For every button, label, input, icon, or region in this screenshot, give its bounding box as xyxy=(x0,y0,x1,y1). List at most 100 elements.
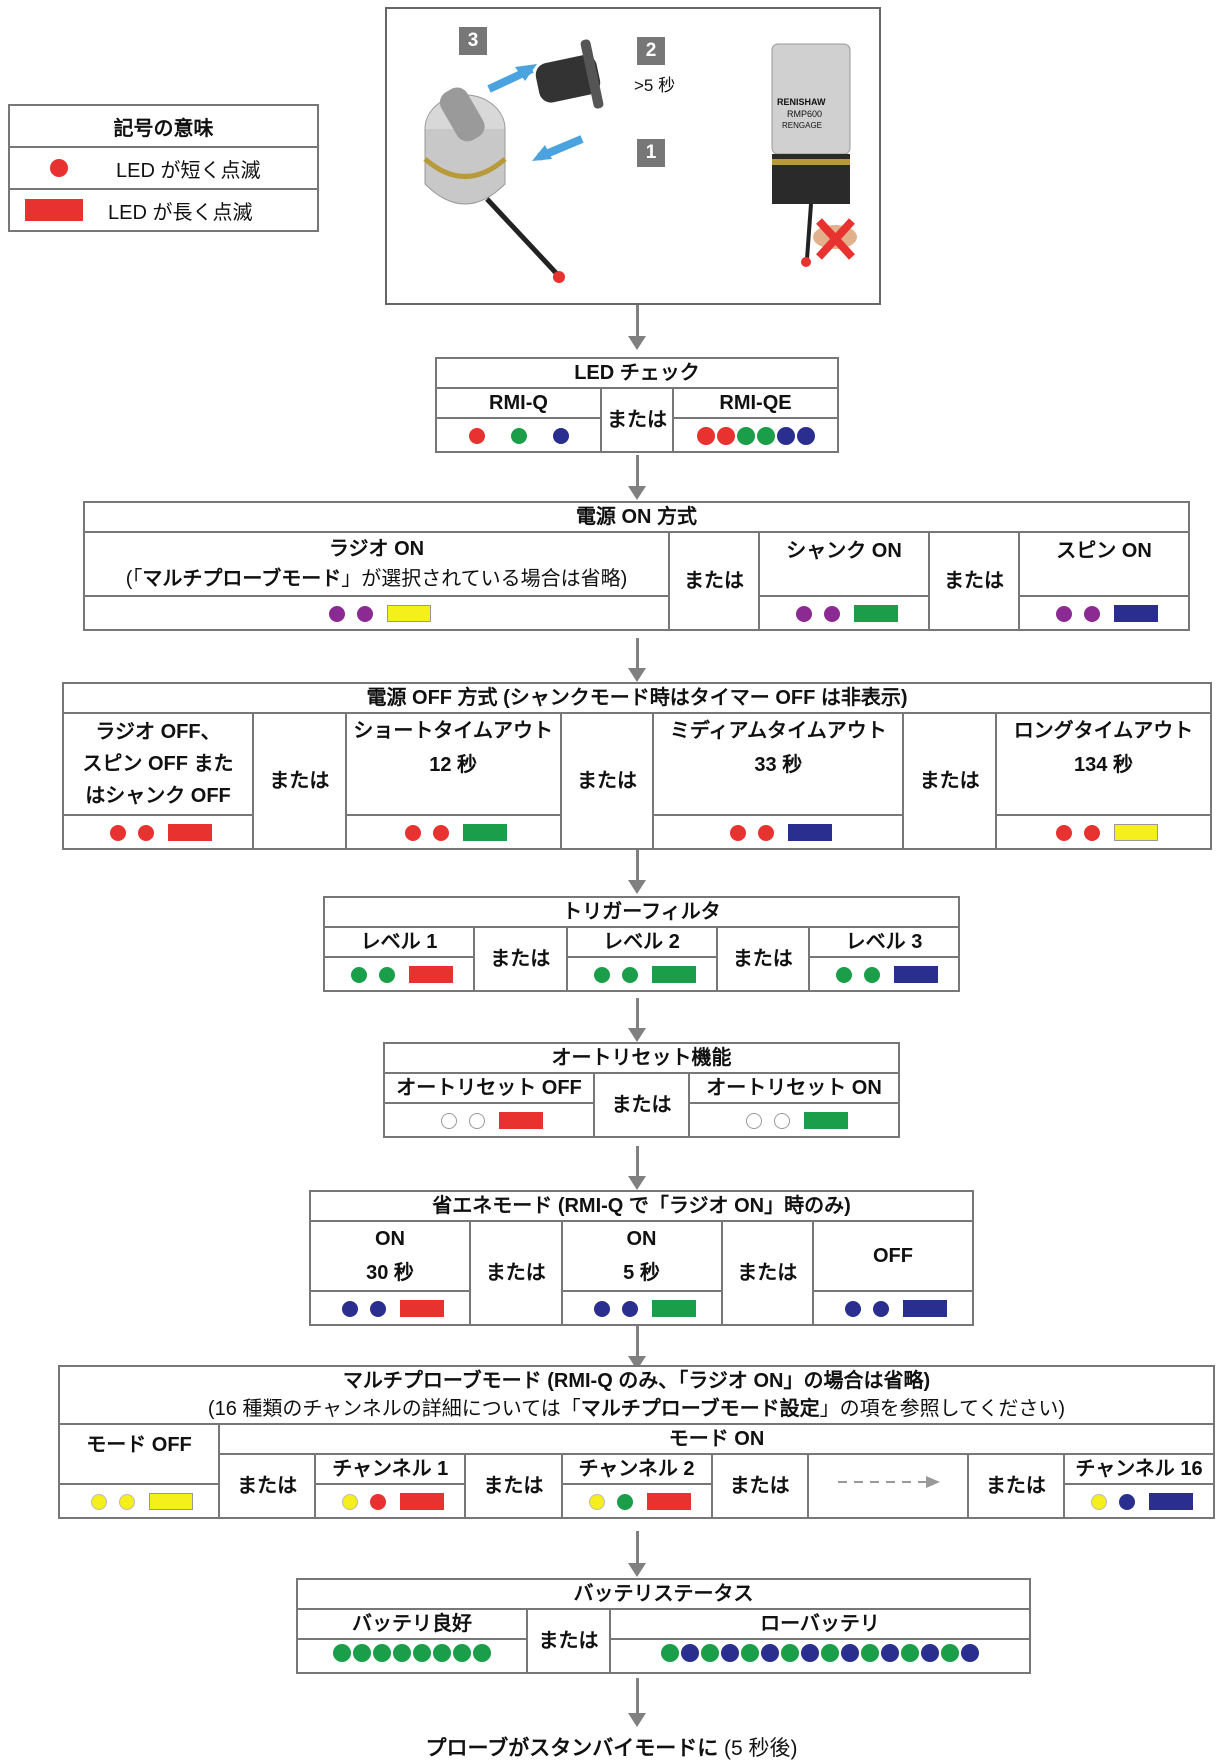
connector xyxy=(636,305,639,337)
green-bar-icon xyxy=(854,605,898,623)
spin-on-label: スピン ON xyxy=(1018,531,1190,597)
channel-16-label: チャンネル 16 xyxy=(1063,1453,1215,1485)
spin-on-leds xyxy=(1018,595,1190,631)
red-bar-icon xyxy=(400,1493,445,1511)
eco-5-cell: ON 5 秒 xyxy=(560,1220,723,1292)
green-dot-icon xyxy=(353,1644,371,1662)
radio-off-cell: ラジオ OFF、 スピン OFF また はシャンク OFF xyxy=(62,712,254,816)
eco-5-leds xyxy=(560,1290,723,1326)
autoreset-on-label: オートリセット ON xyxy=(688,1072,900,1104)
radio-on-leds xyxy=(83,595,670,631)
autoreset-on-leds xyxy=(688,1102,900,1138)
blue-dot-icon xyxy=(761,1644,779,1662)
channel-2-leds xyxy=(560,1483,713,1519)
radio-off-label-3: はシャンク OFF xyxy=(85,785,231,807)
red-dot-icon xyxy=(730,824,747,841)
arrow-head-icon xyxy=(628,1028,646,1042)
arrow-head-icon xyxy=(628,1713,646,1727)
multiprobe-sub-a: (16 種類のチャンネルの詳細については「 xyxy=(207,1398,581,1420)
paren-open: (「 xyxy=(125,568,143,590)
eco-5-label: 5 秒 xyxy=(623,1262,660,1284)
yellow-dot-icon xyxy=(342,1493,359,1510)
arrow-head-icon xyxy=(628,1176,646,1190)
continuation-arrow xyxy=(806,1453,969,1519)
yellow-dot-icon xyxy=(119,1493,135,1510)
long-timeout-label: ロングタイムアウト xyxy=(1013,720,1194,742)
medium-timeout-cell: ミディアムタイムアウト 33 秒 xyxy=(652,712,905,816)
red-bar-icon xyxy=(400,1300,444,1318)
eco-on-label: ON xyxy=(626,1228,657,1250)
standby-delay: (5 秒後) xyxy=(718,1737,798,1760)
yellow-dot-icon xyxy=(91,1493,107,1510)
step-3-badge: 3 xyxy=(459,27,487,55)
mode-off-leds xyxy=(58,1483,220,1519)
green-dot-icon xyxy=(373,1644,391,1662)
connector xyxy=(636,850,639,882)
blue-dot-icon xyxy=(845,1300,861,1317)
power-on-table: 電源 ON 方式 ラジオ ON (「マルチプローブモード」が選択されている場合は… xyxy=(83,501,1190,631)
blue-dot-icon xyxy=(1119,1493,1135,1510)
yellow-dot-icon xyxy=(1091,1493,1107,1510)
led-check-table: LED チェック RMI-Q または RMI-QE xyxy=(435,357,839,453)
red-bar-icon xyxy=(409,966,453,984)
battery-insertion-illustration: 3 2 1 >5 秒 RENISHAW RMP600 RENGAGE xyxy=(385,7,881,305)
short-timeout-leds xyxy=(344,814,562,850)
purple-dot-icon xyxy=(1084,605,1100,622)
green-dot-icon xyxy=(473,1644,491,1662)
radio-on-note: 」が選択されている場合は省略) xyxy=(341,568,628,590)
green-dot-icon xyxy=(510,427,527,444)
or-label: または xyxy=(600,387,674,453)
eco-off-label: OFF xyxy=(812,1220,974,1292)
radio-off-label-1: ラジオ OFF、 xyxy=(95,721,221,743)
eco-30-label: 30 秒 xyxy=(366,1262,414,1284)
green-dot-icon xyxy=(756,426,775,445)
blue-bar-icon xyxy=(1149,1493,1193,1511)
red-dot-icon xyxy=(370,1493,387,1510)
purple-dot-icon xyxy=(1056,605,1072,622)
channel-16-leds xyxy=(1063,1483,1215,1519)
eco-off-leds xyxy=(812,1290,974,1326)
blue-bar-icon xyxy=(1114,605,1158,623)
step-1-badge: 1 xyxy=(637,139,665,167)
green-dot-icon xyxy=(821,1644,839,1662)
green-dot-icon xyxy=(741,1644,759,1662)
blue-bar-icon xyxy=(903,1300,947,1318)
level-3-label: レベル 3 xyxy=(808,926,960,958)
multiprobe-mode-term: マルチプローブモード xyxy=(142,568,342,590)
or-label: または xyxy=(668,531,760,631)
rmiqe-header: RMI-QE xyxy=(672,387,839,419)
level-1-leds xyxy=(323,956,475,992)
or-label: または xyxy=(217,1453,317,1519)
blue-dot-icon xyxy=(370,1300,386,1317)
yellow-bar-icon xyxy=(386,605,431,623)
connector xyxy=(636,455,639,487)
blue-dot-icon xyxy=(552,427,569,444)
short-timeout-value: 12 秒 xyxy=(429,754,478,776)
probe-sub: RENGAGE xyxy=(782,121,823,130)
channel-1-leds xyxy=(314,1483,467,1519)
blue-dot-icon xyxy=(721,1644,739,1662)
battery-good-label: バッテリ良好 xyxy=(296,1608,528,1640)
red-bar-icon xyxy=(499,1112,543,1130)
legend-short-label: LED が短く点滅 xyxy=(116,159,261,182)
off-dot-icon xyxy=(469,1112,485,1129)
green-dot-icon xyxy=(701,1644,719,1662)
blue-dot-icon xyxy=(921,1644,939,1662)
medium-timeout-leds xyxy=(652,814,905,850)
or-label: または xyxy=(966,1453,1066,1519)
probe-brand: RENISHAW xyxy=(777,97,826,107)
battery-low-label: ローバッテリ xyxy=(609,1608,1031,1640)
eco-title: 省エネモード (RMI-Q で「ラジオ ON」時のみ) xyxy=(309,1190,974,1222)
blue-dot-icon xyxy=(796,426,815,445)
red-dot-icon xyxy=(405,824,422,841)
red-dot-icon xyxy=(433,824,450,841)
probe-model: RMP600 xyxy=(787,109,823,119)
legend: 記号の意味 LED が短く点滅 LED が長く点滅 xyxy=(8,104,319,232)
blue-bar-icon xyxy=(788,824,833,842)
off-dot-icon xyxy=(746,1112,762,1129)
green-dot-icon xyxy=(393,1644,411,1662)
green-bar-icon xyxy=(463,824,508,842)
green-dot-icon xyxy=(616,1493,633,1510)
mode-on-label: モード ON xyxy=(218,1423,1215,1455)
